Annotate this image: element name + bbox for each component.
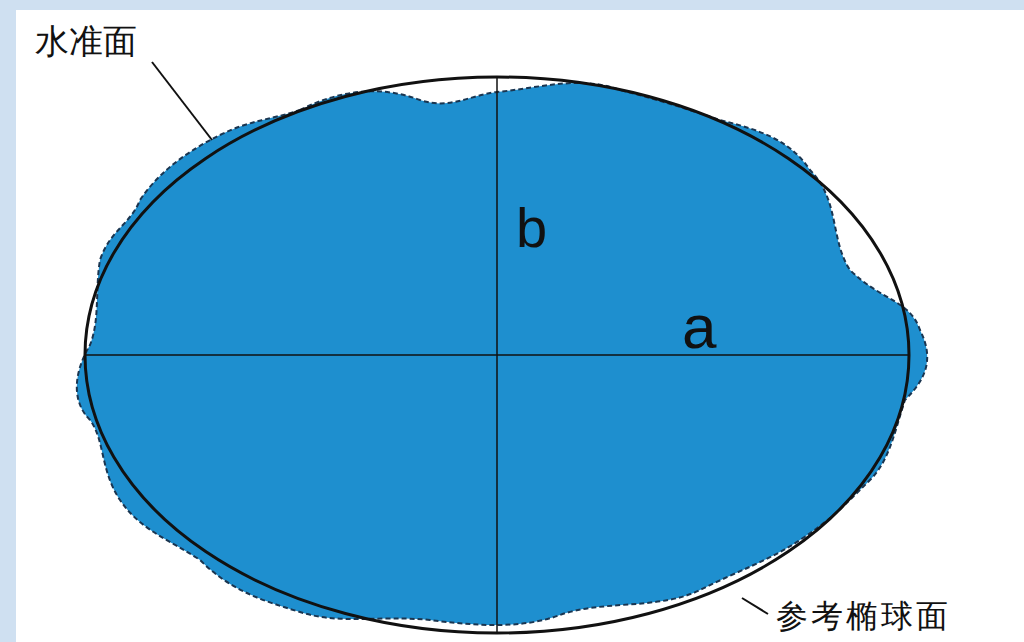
- leader-line: [152, 62, 212, 140]
- axis-label: a: [682, 296, 716, 358]
- reference-ellipsoid: [85, 77, 909, 633]
- axis-label: b: [516, 200, 547, 256]
- surface-label: 参考椭球面: [776, 600, 951, 632]
- surface-label: 水准面: [35, 24, 137, 58]
- major-axis: [85, 354, 909, 356]
- leader-line: [742, 598, 768, 614]
